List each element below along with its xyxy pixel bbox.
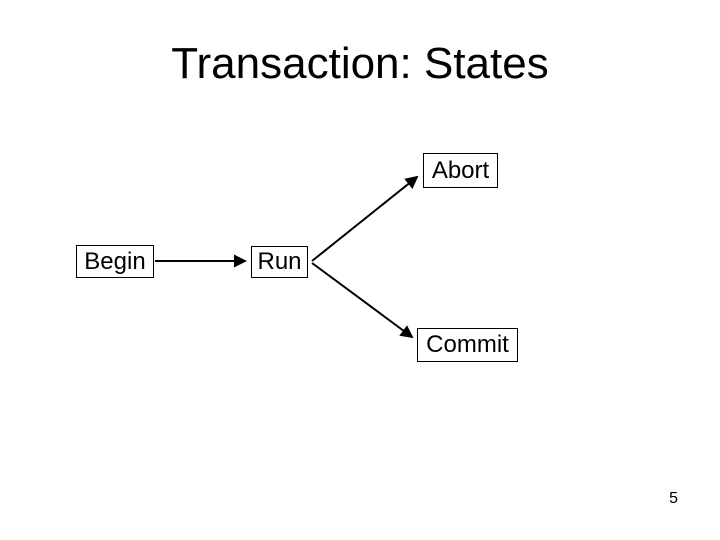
page-number: 5 — [669, 490, 678, 507]
node-begin: Begin — [76, 245, 154, 278]
node-abort: Abort — [423, 153, 498, 188]
node-run: Run — [251, 246, 308, 278]
node-commit: Commit — [417, 328, 518, 362]
arrow-run-to-commit — [311, 262, 414, 339]
arrow-run-to-abort — [311, 175, 419, 262]
slide-title: Transaction: States — [171, 39, 549, 88]
